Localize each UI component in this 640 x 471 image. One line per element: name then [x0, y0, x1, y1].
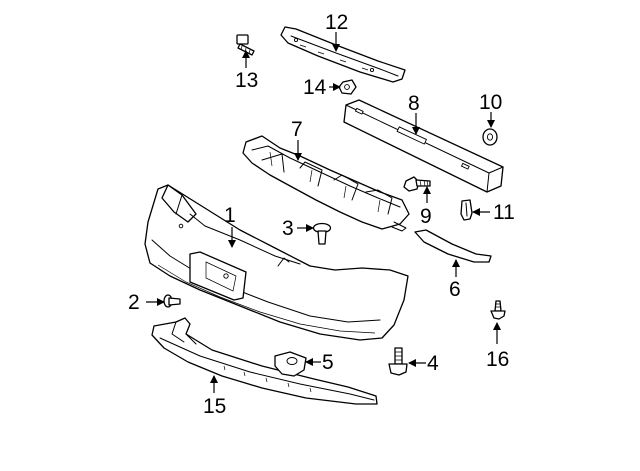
- callout-4: 4: [427, 352, 439, 375]
- upper-bracket-part: [280, 26, 406, 83]
- callout-2: 2: [128, 291, 140, 314]
- push-pin-3-part: [312, 222, 332, 245]
- bolt-13-part: [236, 34, 255, 56]
- callout-8: 8: [408, 92, 420, 115]
- callout-3: 3: [282, 217, 294, 240]
- callout-16: 16: [486, 348, 509, 371]
- callout-6: 6: [449, 278, 461, 301]
- lower-valance-part: [151, 317, 378, 405]
- callout-9: 9: [420, 205, 432, 228]
- callout-10: 10: [479, 91, 502, 114]
- bolt-4-part: [388, 347, 408, 376]
- washer-10-part: [482, 128, 498, 146]
- callout-labels: 1 2 3 4 5 6 7 8 9 10 11 12 13 14 15 16: [128, 11, 515, 418]
- bolt-16-part: [490, 300, 506, 320]
- energy-absorber-part: [242, 135, 410, 232]
- callout-15: 15: [203, 395, 226, 418]
- callout-1: 1: [224, 204, 236, 227]
- retainer-2-part: [163, 294, 181, 308]
- bracket-5-part: [274, 351, 307, 377]
- leader-lines: [146, 32, 501, 393]
- callout-14: 14: [303, 76, 327, 99]
- nut-14-part: [338, 79, 357, 95]
- callout-13: 13: [235, 69, 258, 92]
- callout-5: 5: [322, 351, 334, 374]
- trim-strip-6-part: [414, 229, 492, 263]
- bumper-cover-part: [144, 184, 409, 341]
- bolt-9-part: [403, 176, 431, 192]
- side-bracket-11-part: [460, 199, 473, 221]
- callout-12: 12: [325, 11, 348, 34]
- callout-11: 11: [493, 201, 515, 224]
- callout-7: 7: [291, 118, 303, 141]
